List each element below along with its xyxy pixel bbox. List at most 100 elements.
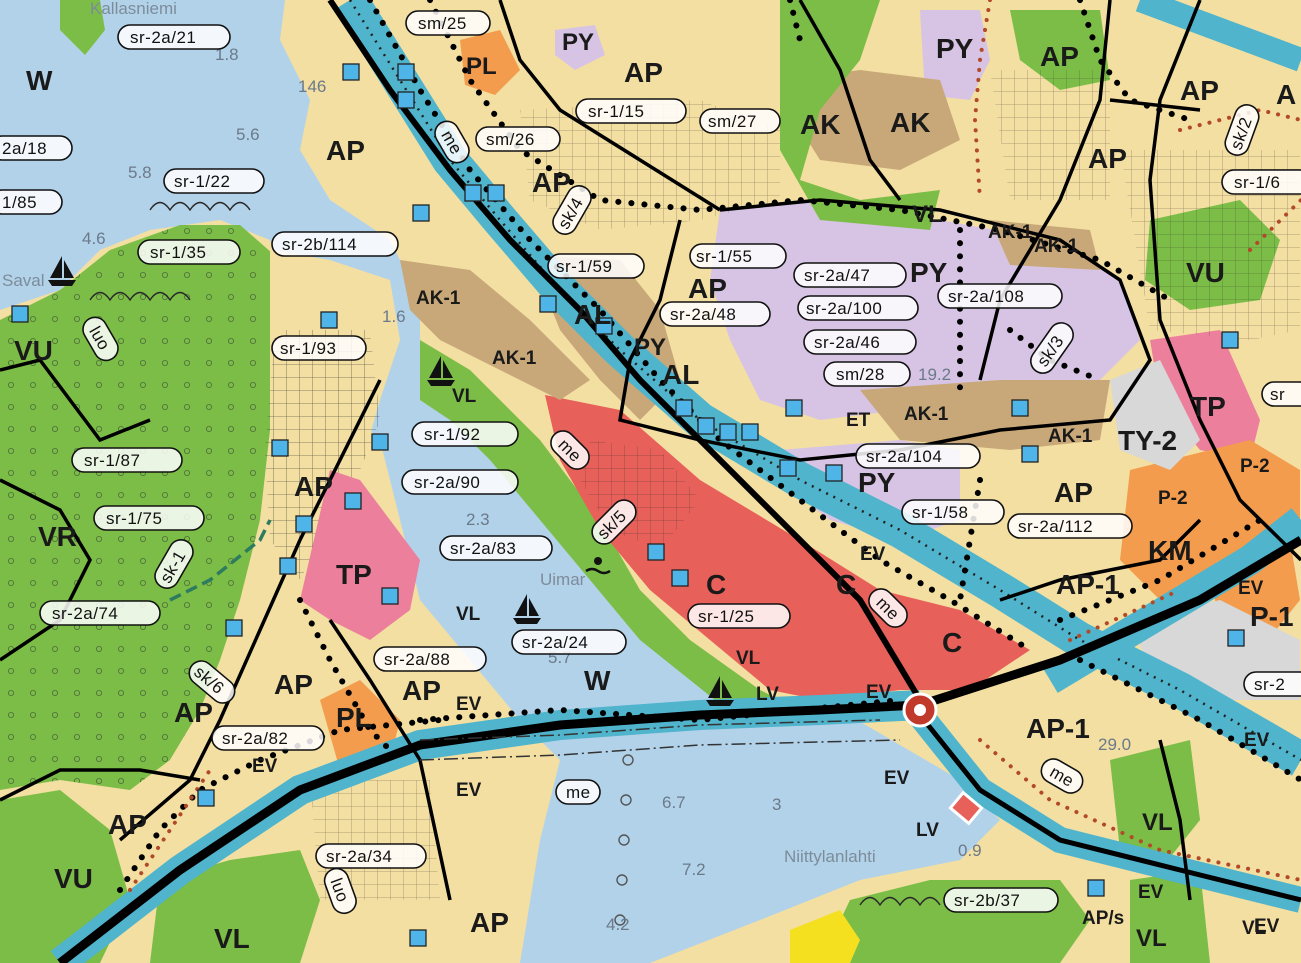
ref-tag: sr-1/6 [1234, 173, 1280, 192]
zone-label: EV [860, 544, 886, 565]
zone-label: AK-1 [492, 348, 537, 369]
zone-label: TP [336, 559, 372, 590]
ref-tag: sr-1/59 [556, 257, 612, 276]
ref-tag: sr-2a/112 [1018, 517, 1093, 536]
ref-tag: sr-2 [1254, 675, 1285, 694]
ref-tag: sr-1/15 [588, 102, 644, 121]
depth-label: 5.6 [236, 125, 260, 144]
zone-label: C [836, 569, 856, 600]
zone-label: ET [846, 410, 871, 431]
grid-east [1120, 150, 1300, 340]
depth-label: 6.7 [662, 793, 686, 812]
zone-label: VL [456, 604, 481, 625]
zone-label: AK-1 [416, 288, 461, 309]
zone-label: C [942, 627, 962, 658]
railway-ne-branch [1135, 0, 1301, 72]
service-markers [11, 63, 1245, 947]
green-dashed-boundary [169, 519, 272, 602]
p2-zone [1120, 440, 1300, 600]
red-dotted-paths [128, 0, 1301, 892]
place-name-saval: Saval [2, 271, 45, 290]
zone-label: A [1276, 79, 1296, 110]
pl-zone-north [460, 30, 520, 95]
zone-label: VL [912, 201, 943, 228]
ref-tag: sm/26 [486, 130, 535, 149]
ref-tag: sr-2a/90 [414, 473, 480, 492]
zone-label: VL [452, 386, 477, 407]
zone-label: P-1 [1250, 601, 1294, 632]
zone-label: AK [890, 107, 930, 138]
zone-label: EV [1238, 578, 1264, 599]
depth-label: 3 [772, 795, 781, 814]
interchange-icon [902, 692, 938, 728]
zone-label: TP [1190, 391, 1226, 422]
zone-label: AP [1054, 477, 1093, 508]
zone-label: AP-1 [1026, 713, 1090, 744]
zone-label: EV [1138, 882, 1164, 903]
dash-dot-lines [419, 719, 901, 761]
zone-label: EV [1254, 916, 1280, 937]
ref-tag: sr-1/25 [698, 607, 754, 626]
water-label: W [26, 65, 53, 96]
zone-label: AP [326, 135, 365, 166]
zone-label: VU [1186, 257, 1225, 288]
ref-tag: 2a/18 [2, 139, 47, 158]
ref-tag: sr [1270, 385, 1285, 404]
ak1-zone-west [400, 260, 590, 400]
zone-label: AK-1 [1048, 426, 1093, 447]
ref-tag: sr-2b/37 [954, 891, 1020, 910]
zone-label: LV [916, 820, 939, 841]
zone-label: AP [624, 57, 663, 88]
depth-label: 29.0 [1098, 735, 1131, 754]
zone-label: PY [858, 467, 896, 498]
zone-label: VL [736, 648, 761, 669]
yellow-zone-south [790, 910, 860, 963]
railway-east-branch [1042, 508, 1301, 693]
zone-label: AP [294, 471, 333, 502]
main-street-central [327, 0, 923, 702]
zone-label: AP-1 [1056, 569, 1120, 600]
ref-tag: sr-2a/83 [450, 539, 516, 558]
ref-tag: sr-2b/114 [282, 235, 357, 254]
depth-label: 1.8 [215, 45, 239, 64]
local-roads [0, 0, 1301, 901]
ref-tag: sr-2a/108 [948, 287, 1024, 306]
ref-tag: sr-1/22 [174, 172, 230, 191]
zone-label: AP [402, 675, 441, 706]
depth-label: 1.6 [382, 307, 406, 326]
ak1-zone-east [860, 380, 1110, 450]
park-vl-north [780, 0, 940, 230]
boat-icon [427, 356, 455, 386]
depth-label: 5.8 [128, 163, 152, 182]
ref-tag: sr-2a/82 [222, 729, 288, 748]
zone-label: VL [1242, 918, 1267, 939]
ref-tag: sm/27 [708, 112, 757, 131]
grid-north-top [990, 70, 1110, 200]
harbour-icon [948, 790, 984, 826]
zone-label: AP/s [1082, 908, 1124, 929]
ref-tag: sr-1/93 [280, 339, 336, 358]
ref-tag: sr-2a/46 [814, 333, 880, 352]
highway-southeast-line [918, 713, 1301, 903]
zone-label: EV [866, 682, 892, 703]
zone-label: PY [562, 29, 594, 56]
place-name-niittylanlahti: Niittylanlahti [784, 847, 876, 866]
zone-label: VU [14, 335, 53, 366]
ref-tag: sr-2a/34 [326, 847, 392, 866]
ref-tag: sr-2a/74 [52, 604, 118, 623]
zone-label: AP [470, 907, 509, 938]
ref-tag: sr-2a/104 [866, 447, 942, 466]
ref-tag: sr-1/87 [84, 451, 140, 470]
water-label: W [584, 665, 611, 696]
zone-label: EV [456, 694, 482, 715]
ref-tag: sr-1/75 [106, 509, 162, 528]
depth-label: 4.6 [82, 229, 106, 248]
zone-label: AP [1040, 41, 1079, 72]
ref-tag: sr-2a/48 [670, 305, 736, 324]
zone-label: AK [800, 109, 840, 140]
depth-label: 0.9 [958, 841, 982, 860]
zone-label: PY [634, 334, 666, 361]
zone-label: AP [108, 809, 147, 840]
zone-label: AP [688, 273, 727, 304]
